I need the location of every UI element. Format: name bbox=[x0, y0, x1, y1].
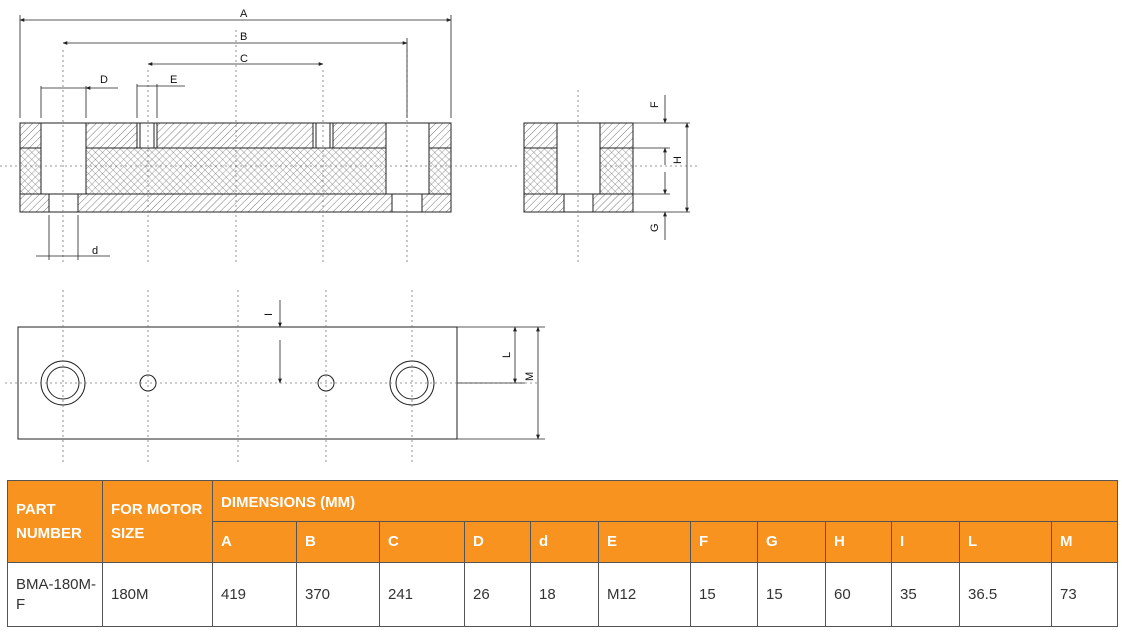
cell-D: 26 bbox=[464, 562, 531, 627]
dim-label-I: I bbox=[263, 313, 275, 316]
cell-A: 419 bbox=[212, 562, 297, 627]
plan-dimensions bbox=[278, 300, 545, 440]
col-header-E: E bbox=[598, 521, 691, 563]
side-section-view bbox=[523, 122, 634, 213]
header-dimensions: DIMENSIONS (MM) bbox=[211, 480, 1119, 522]
cell-H: 60 bbox=[825, 562, 892, 627]
col-header-L: L bbox=[959, 521, 1052, 563]
col-header-B: B bbox=[296, 521, 380, 563]
header-part-number: PART NUMBER bbox=[7, 480, 103, 563]
col-header-F: F bbox=[690, 521, 758, 563]
col-header-M: M bbox=[1050, 521, 1119, 563]
dim-label-d: d bbox=[92, 245, 98, 257]
col-header-A: A bbox=[212, 521, 297, 563]
dim-label-C: C bbox=[240, 53, 248, 65]
dimensions-table: PART NUMBER FOR MOTOR SIZE DIMENSIONS (M… bbox=[7, 480, 1119, 627]
front-section-view bbox=[19, 122, 452, 213]
side-dimensions bbox=[633, 95, 690, 240]
dim-label-F: F bbox=[649, 101, 661, 108]
dim-label-A: A bbox=[240, 8, 248, 20]
col-header-I: I bbox=[891, 521, 960, 563]
dim-label-M: M bbox=[524, 372, 536, 381]
plan-centerlines bbox=[5, 290, 540, 462]
cell-d: 18 bbox=[530, 562, 599, 627]
cell-F: 15 bbox=[690, 562, 758, 627]
cell-motor-size: 180M bbox=[102, 562, 213, 627]
dim-label-E: E bbox=[170, 74, 177, 86]
table-row: BMA-180M-F 180M 419 370 241 26 18 M12 15… bbox=[7, 562, 1119, 627]
dim-label-D: D bbox=[100, 74, 108, 86]
col-header-D: D bbox=[464, 521, 531, 563]
header-motor-size: FOR MOTOR SIZE bbox=[102, 480, 213, 563]
front-dimensions bbox=[19, 15, 452, 260]
dim-label-G: G bbox=[649, 223, 661, 232]
technical-drawing: A B C D E d F H G bbox=[0, 8, 700, 462]
cell-I: 35 bbox=[891, 562, 960, 627]
col-header-G: G bbox=[757, 521, 826, 563]
cell-B: 370 bbox=[296, 562, 380, 627]
cell-G: 15 bbox=[757, 562, 826, 627]
dim-label-H: H bbox=[672, 156, 684, 164]
cell-M: 73 bbox=[1050, 562, 1119, 627]
col-header-H: H bbox=[825, 521, 892, 563]
cell-part-number: BMA-180M-F bbox=[7, 562, 103, 627]
cell-C: 241 bbox=[379, 562, 465, 627]
col-header-C: C bbox=[379, 521, 465, 563]
col-header-d: d bbox=[530, 521, 599, 563]
dim-label-B: B bbox=[240, 31, 247, 43]
cell-E: M12 bbox=[598, 562, 691, 627]
dim-label-L: L bbox=[501, 352, 513, 358]
side-centerlines bbox=[577, 90, 700, 262]
cell-L: 36.5 bbox=[959, 562, 1052, 627]
